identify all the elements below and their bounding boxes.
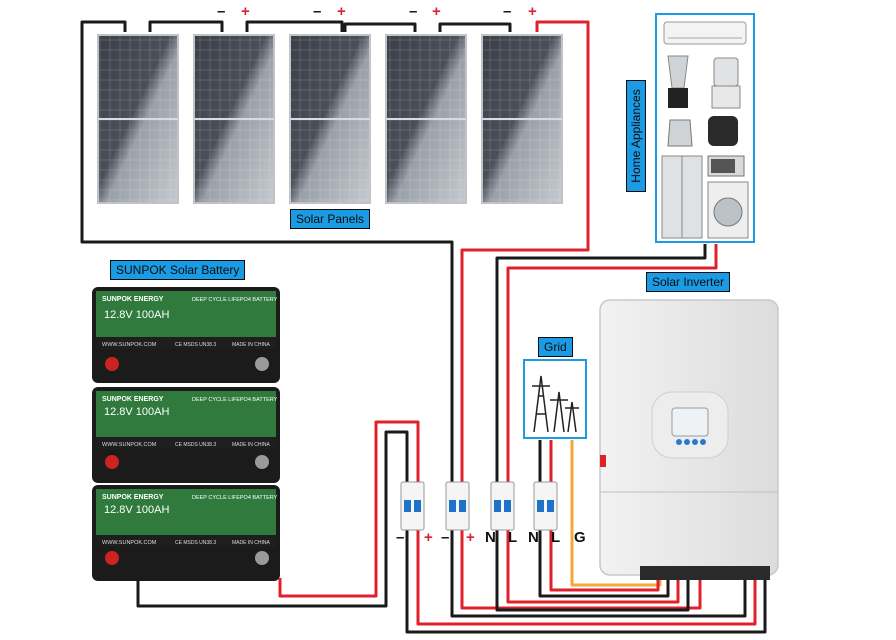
home-appliances-panel — [655, 13, 755, 243]
battery-positive-terminal — [105, 357, 119, 371]
solar-panel — [289, 34, 371, 204]
inverter-label: Solar Inverter — [646, 272, 731, 292]
ac-breaker-grid — [533, 481, 558, 531]
battery-marks: CE MSDS UN38.3 — [175, 540, 216, 546]
breaker-load-n-label: N — [485, 529, 496, 546]
battery-spec: 12.8V 100AH — [104, 309, 169, 321]
microwave-icon — [707, 155, 745, 177]
inverter-button — [692, 439, 698, 445]
battery-web: WWW.SUNPOK.COM — [102, 442, 157, 448]
battery-made: MADE IN CHINA — [232, 540, 270, 546]
dc-breaker-pv — [445, 481, 470, 531]
breaker-battery-minus-label: – — [396, 529, 405, 546]
panel-minus-marker: – — [217, 3, 226, 20]
battery-type: DEEP CYCLE LIFEPO4 BATTERY — [192, 397, 278, 403]
inverter-switch — [600, 455, 606, 467]
air-conditioner-icon — [663, 21, 747, 45]
breaker-grid-g-label: G — [574, 529, 586, 546]
battery-type: DEEP CYCLE LIFEPO4 BATTERY — [192, 495, 278, 501]
battery-brand: SUNPOK ENERGY — [102, 396, 164, 403]
battery-negative-terminal — [255, 455, 269, 469]
food-processor-icon — [711, 57, 741, 109]
grid-box — [523, 359, 587, 439]
breaker-panel — [400, 481, 558, 531]
dc-breaker-battery — [400, 481, 425, 531]
battery-label: SUNPOK Solar Battery — [110, 260, 246, 280]
breaker-grid-n-label: N — [528, 529, 539, 546]
solar-inverter — [599, 299, 779, 580]
battery-made: MADE IN CHINA — [232, 342, 270, 348]
breaker-battery-plus-label: + — [424, 529, 433, 546]
battery-made: MADE IN CHINA — [232, 442, 270, 448]
battery-brand: SUNPOK ENERGY — [102, 296, 164, 303]
solar-panel — [385, 34, 467, 204]
battery-spec: 12.8V 100AH — [104, 406, 169, 418]
refrigerator-icon — [661, 155, 703, 239]
battery-marks: CE MSDS UN38.3 — [175, 342, 216, 348]
panel-plus-marker: + — [528, 3, 537, 20]
battery-spec: 12.8V 100AH — [104, 504, 169, 516]
panel-minus-marker: – — [503, 3, 512, 20]
battery-type: DEEP CYCLE LIFEPO4 BATTERY — [192, 297, 278, 303]
air-fryer-icon — [708, 116, 738, 146]
washing-machine-icon — [707, 181, 749, 239]
ac-breaker-load — [490, 481, 515, 531]
panel-minus-marker: – — [409, 3, 418, 20]
transmission-tower-icon — [532, 375, 579, 433]
battery-bank: SUNPOK ENERGY DEEP CYCLE LIFEPO4 BATTERY… — [92, 287, 280, 581]
breaker-grid-l-label: L — [551, 529, 561, 546]
blender-icon — [667, 55, 689, 108]
home-appliances-label-text: Home Appliances — [629, 89, 643, 183]
inverter-button — [676, 439, 682, 445]
inverter-display — [671, 407, 709, 437]
solar-panels-label: Solar Panels — [290, 209, 371, 229]
solar-panel-array — [97, 34, 563, 204]
panel-minus-marker: – — [313, 3, 322, 20]
kettle-icon — [667, 119, 693, 147]
battery-web: WWW.SUNPOK.COM — [102, 540, 157, 546]
solar-panel — [481, 34, 563, 204]
grid-label: Grid — [538, 337, 573, 357]
home-appliances-label: Home Appliances — [626, 80, 646, 192]
inverter-button — [684, 439, 690, 445]
battery-brand: SUNPOK ENERGY — [102, 494, 164, 501]
panel-plus-marker: + — [241, 3, 250, 20]
battery-unit: SUNPOK ENERGY DEEP CYCLE LIFEPO4 BATTERY… — [92, 387, 280, 483]
solar-panel — [193, 34, 275, 204]
battery-negative-terminal — [255, 357, 269, 371]
inverter-button — [700, 439, 706, 445]
battery-positive-terminal — [105, 455, 119, 469]
battery-unit: SUNPOK ENERGY DEEP CYCLE LIFEPO4 BATTERY… — [92, 287, 280, 383]
breaker-load-l-label: L — [508, 529, 518, 546]
panel-plus-marker: + — [337, 3, 346, 20]
wiring — [80, 20, 767, 634]
solar-panel — [97, 34, 179, 204]
battery-positive-terminal — [105, 551, 119, 565]
battery-negative-terminal — [255, 551, 269, 565]
breaker-pv-plus-label: + — [466, 529, 475, 546]
battery-web: WWW.SUNPOK.COM — [102, 342, 157, 348]
panel-plus-marker: + — [432, 3, 441, 20]
battery-unit: SUNPOK ENERGY DEEP CYCLE LIFEPO4 BATTERY… — [92, 485, 280, 581]
battery-marks: CE MSDS UN38.3 — [175, 442, 216, 448]
breaker-pv-minus-label: – — [441, 529, 450, 546]
